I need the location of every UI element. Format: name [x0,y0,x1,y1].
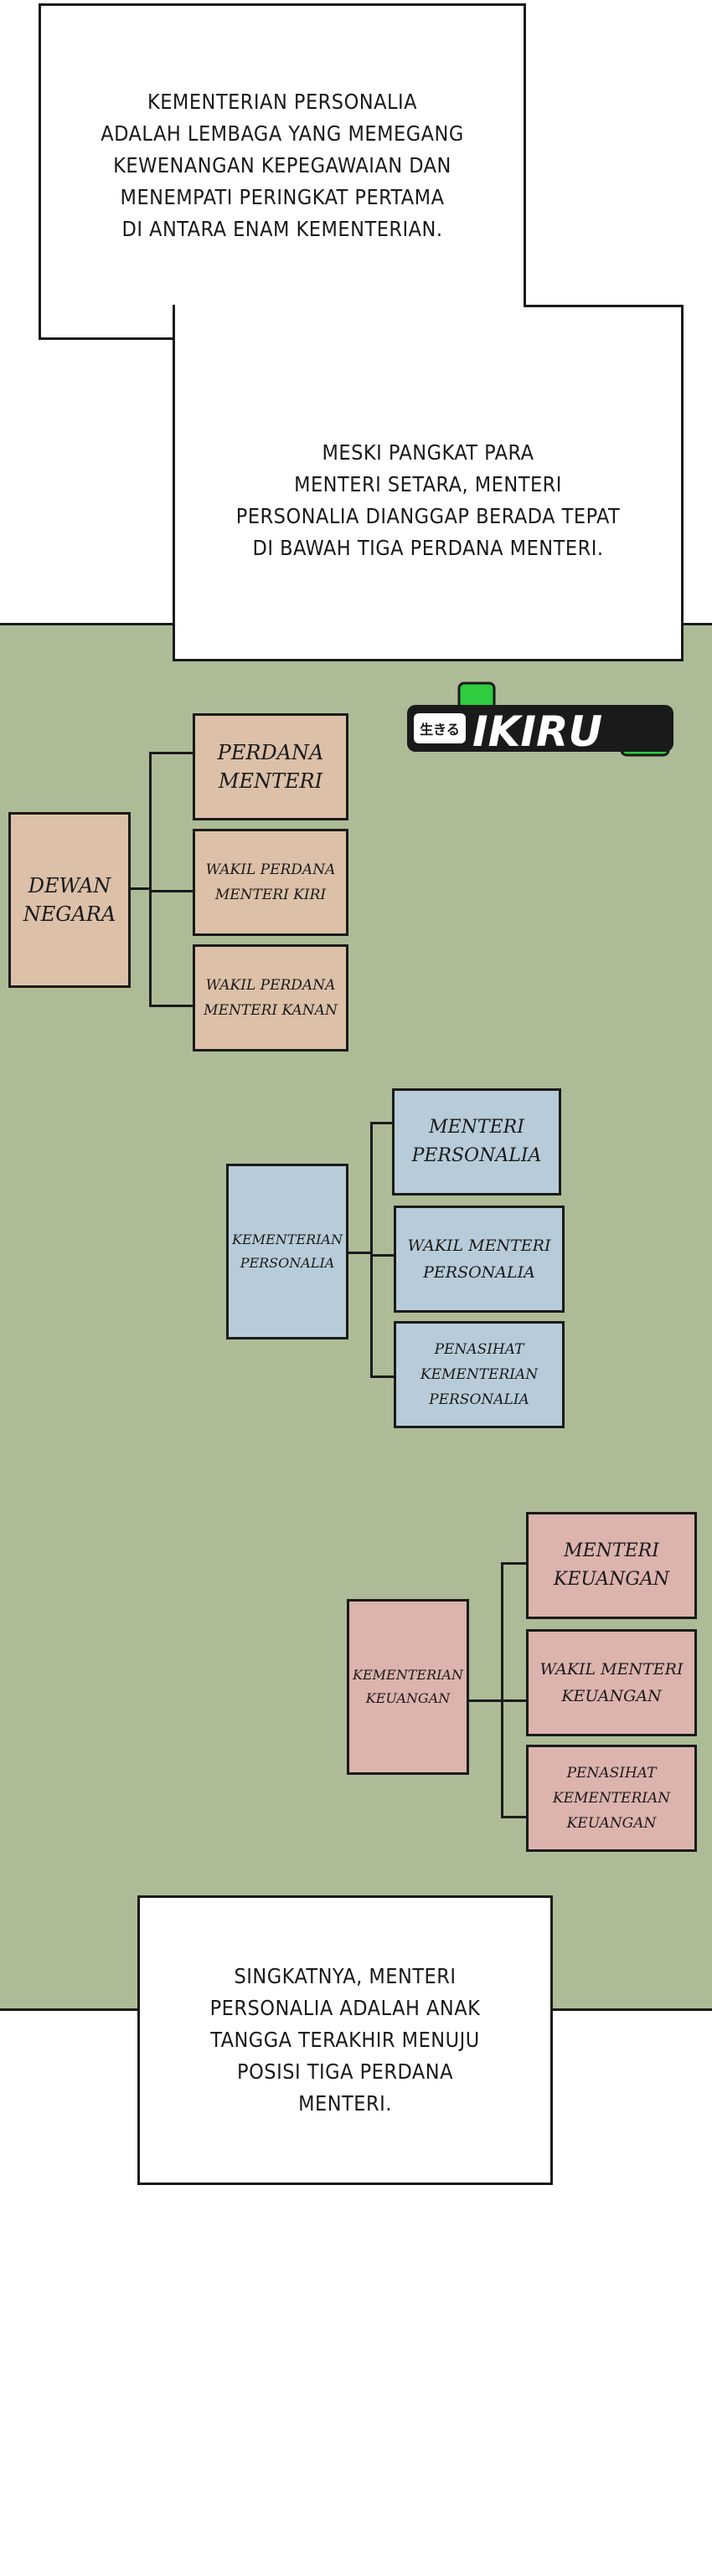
connector [149,752,194,754]
connector [149,1005,194,1007]
connector [149,890,194,892]
connector [370,1122,373,1378]
org-node-kementerian-personalia: KEMENTERIAN PERSONALIA [226,1164,348,1339]
connector [149,752,152,1006]
org-node-wakil-perdana-menteri-kiri: WAKIL PERDANA MENTERI KIRI [193,829,348,936]
caption-merge-cover [175,305,524,342]
org-node-penasihat-kementerian-keuangan: PENASIHAT KEMENTERIAN KEUANGAN [526,1745,697,1852]
org-node-wakil-perdana-menteri-kanan: WAKIL PERDANA MENTERI KANAN [193,944,348,1051]
org-node-label: PERDANA MENTERI [217,741,324,793]
ikiru-logo: 生きる IKIRU [407,681,673,757]
org-node-label: PENASIHAT KEMENTERIAN PERSONALIA [420,1341,539,1408]
org-node-label: DEWAN NEGARA [23,874,116,926]
logo-prefix: 生きる [420,722,460,738]
org-node-kementerian-keuangan: KEMENTERIAN KEUANGAN [347,1599,469,1775]
org-node-label: KEMENTERIAN KEUANGAN [353,1667,463,1706]
org-node-label: MENTERI KEUANGAN [553,1540,670,1590]
connector [370,1122,394,1124]
org-node-wakil-menteri-personalia: WAKIL MENTERI PERSONALIA [394,1206,565,1313]
caption-rank-description: MESKI PANGKAT PARA MENTERI SETARA, MENTE… [173,305,684,661]
org-node-penasihat-kementerian-personalia: PENASIHAT KEMENTERIAN PERSONALIA [394,1321,565,1428]
org-node-perdana-menteri: PERDANA MENTERI [193,713,348,820]
connector [370,1254,394,1257]
caption-ministry-description: KEMENTERIAN PERSONALIA ADALAH LEMBAGA YA… [39,3,526,340]
connector [501,1562,528,1565]
org-node-label: WAKIL PERDANA MENTERI KIRI [205,861,336,903]
caption-summary: SINGKATNYA, MENTERI PERSONALIA ADALAH AN… [137,1895,553,2185]
connector [501,1562,503,1818]
caption-rank-description-text: MESKI PANGKAT PARA MENTERI SETARA, MENTE… [235,440,621,560]
org-node-label: WAKIL MENTERI KEUANGAN [539,1660,684,1705]
connector [501,1816,528,1818]
connector [129,887,151,890]
connector [370,1375,394,1378]
org-node-label: PENASIHAT KEMENTERIAN KEUANGAN [552,1765,671,1832]
org-node-menteri-personalia: MENTERI PERSONALIA [392,1088,561,1195]
caption-summary-text: SINGKATNYA, MENTERI PERSONALIA ADALAH AN… [209,1964,481,2116]
org-node-dewan-negara: DEWAN NEGARA [8,812,131,988]
connector [501,1699,528,1702]
connector [347,1252,372,1254]
caption-ministry-description-text: KEMENTERIAN PERSONALIA ADALAH LEMBAGA YA… [101,90,464,241]
org-node-wakil-menteri-keuangan: WAKIL MENTERI KEUANGAN [526,1629,697,1736]
org-node-label: WAKIL PERDANA MENTERI KANAN [204,977,338,1019]
connector [467,1699,503,1702]
org-node-label: MENTERI PERSONALIA [411,1117,542,1166]
org-node-label: WAKIL MENTERI PERSONALIA [407,1237,551,1282]
logo-name: IKIRU [472,707,602,756]
org-node-menteri-keuangan: MENTERI KEUANGAN [526,1512,697,1619]
org-node-label: KEMENTERIAN PERSONALIA [232,1231,343,1271]
